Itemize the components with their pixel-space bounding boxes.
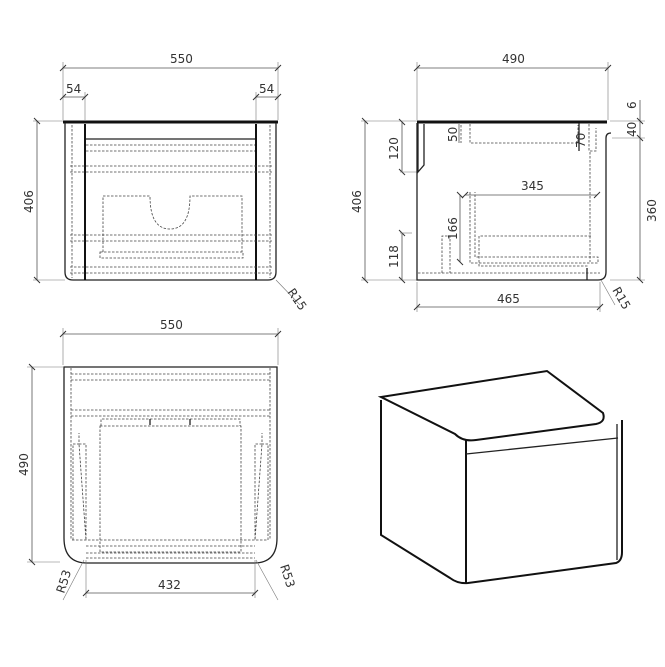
bottom-width-label: 432 — [158, 578, 181, 592]
drawer-height-label: 166 — [446, 217, 460, 240]
top-depth-label: 490 — [17, 453, 31, 476]
bottom-gap-label: 118 — [387, 245, 401, 268]
right-radius-label: R53 — [277, 563, 298, 590]
body-depth-label: 465 — [497, 292, 520, 306]
inner-height-label: 360 — [645, 199, 659, 222]
top-gap-label: 120 — [387, 137, 401, 160]
rail-height-label: 40 — [625, 122, 639, 137]
rail-right-label: 70 — [574, 133, 588, 148]
left-radius-label: R53 — [54, 568, 75, 595]
drawer-depth-label: 345 — [521, 179, 544, 193]
right-inset-label: 54 — [259, 82, 274, 96]
top-view: 550 490 432 R53 R53 — [17, 318, 298, 601]
front-radius-label: R15 — [285, 286, 310, 313]
side-height-label: 406 — [350, 190, 364, 213]
side-radius-label: R15 — [609, 285, 633, 312]
front-view: 550 54 54 406 R15 — [22, 52, 310, 313]
side-depth-label: 490 — [502, 52, 525, 66]
rail-left-label: 50 — [446, 127, 460, 142]
left-inset-label: 54 — [66, 82, 81, 96]
front-width-label: 550 — [170, 52, 193, 66]
top-width-label: 550 — [160, 318, 183, 332]
side-view: 490 406 120 118 465 345 166 — [350, 52, 659, 312]
isometric-view — [377, 369, 623, 585]
top-thickness-label: 6 — [625, 101, 639, 109]
front-height-label: 406 — [22, 190, 36, 213]
